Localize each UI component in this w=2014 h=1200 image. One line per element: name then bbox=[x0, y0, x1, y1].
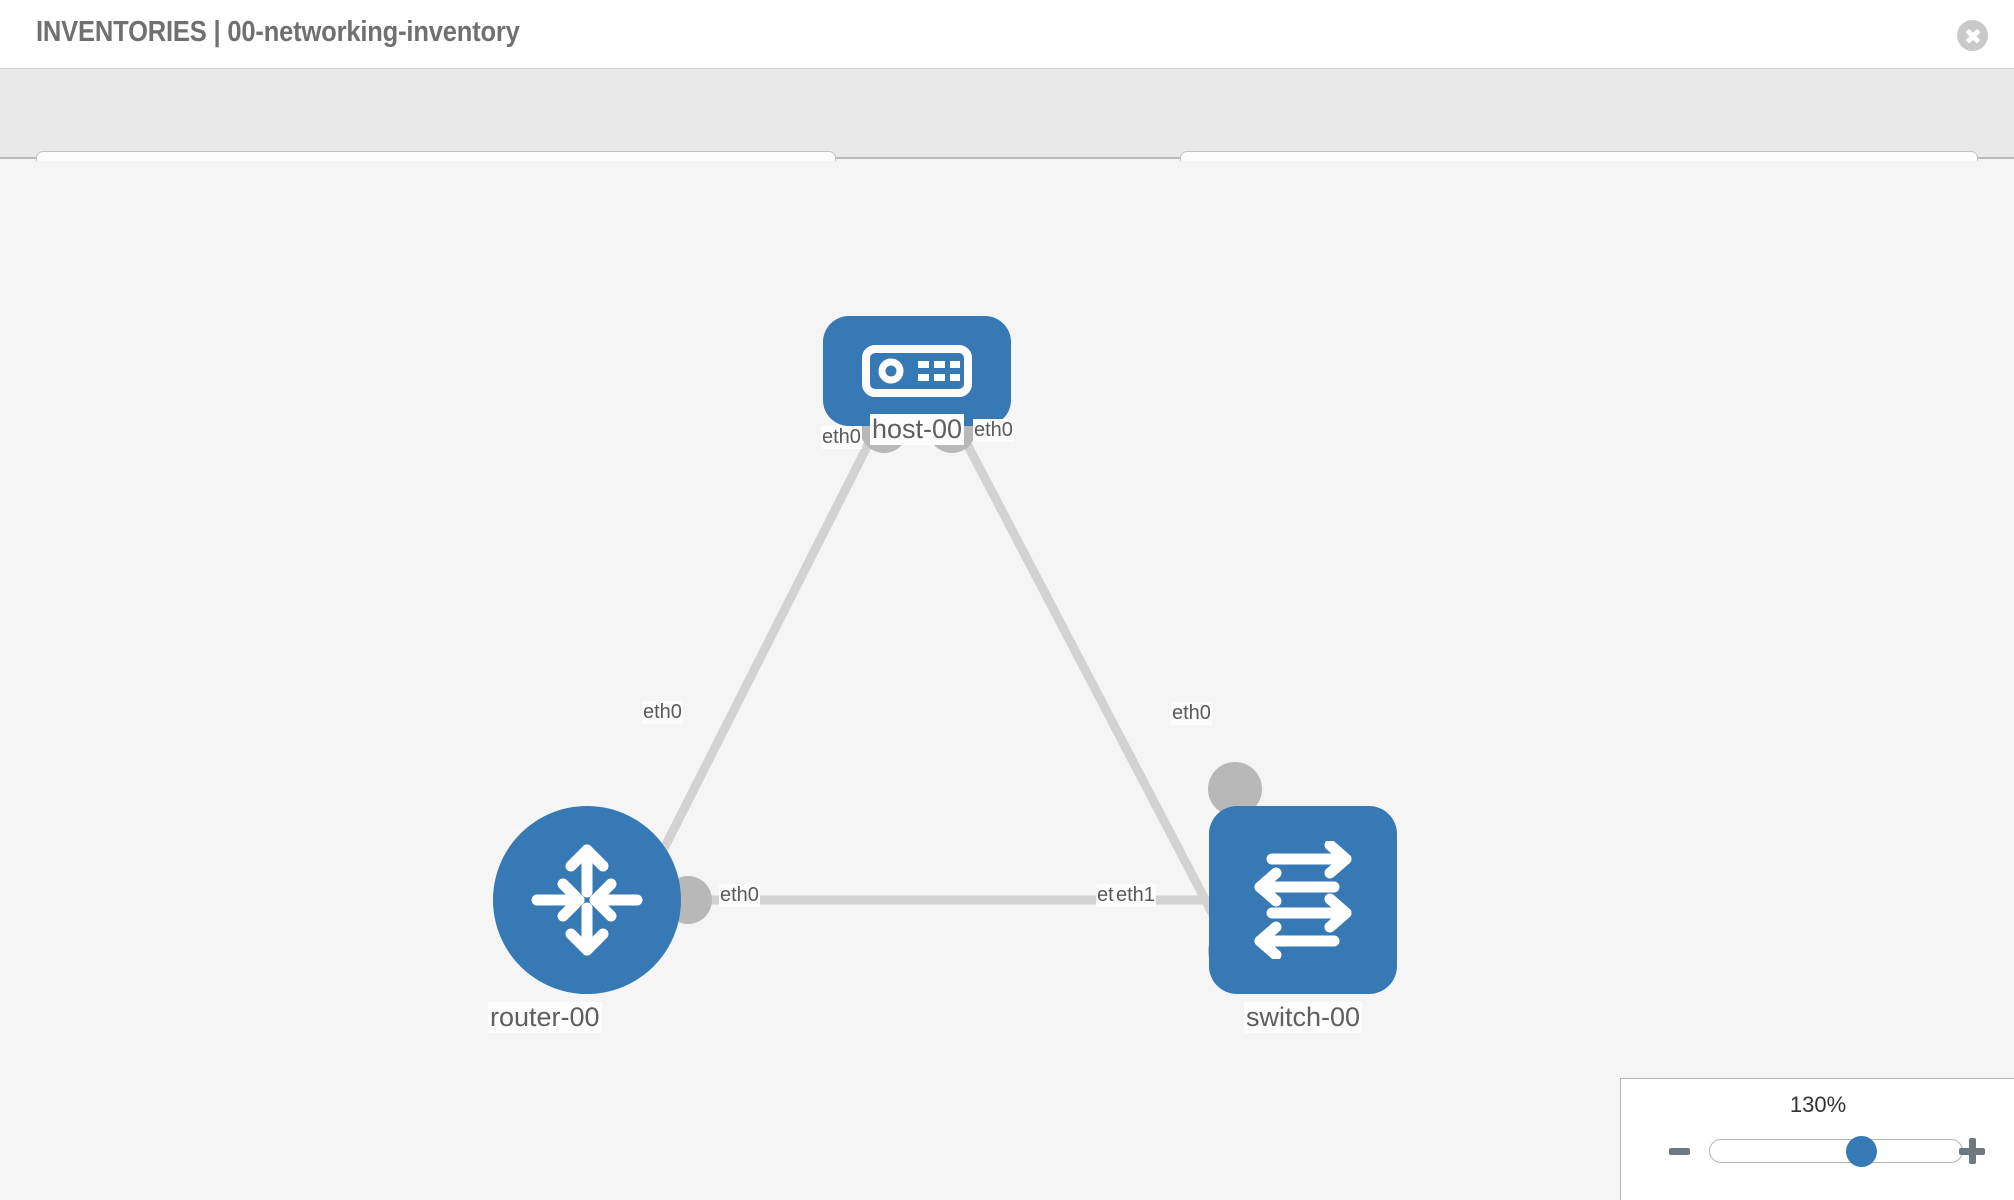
server-icon bbox=[862, 345, 972, 397]
port-label-router-right: eth0 bbox=[719, 884, 760, 907]
link-host-router bbox=[635, 418, 885, 899]
switch-icon bbox=[1254, 841, 1352, 959]
plus-icon-vertical bbox=[1969, 1138, 1976, 1164]
node-host-00-shape[interactable] bbox=[823, 316, 1011, 426]
zoom-in-button[interactable] bbox=[1959, 1138, 1985, 1164]
topology-graph bbox=[635, 405, 1262, 975]
node-label-host-00: host-00 bbox=[870, 414, 965, 446]
port-label-host-left: eth0 bbox=[821, 426, 862, 449]
link-host-switch bbox=[951, 418, 1236, 954]
zoom-out-button[interactable] bbox=[1669, 1148, 1690, 1155]
zoom-control-row bbox=[1621, 1131, 2014, 1173]
node-label-router-00: router-00 bbox=[488, 1002, 602, 1034]
topology-canvas[interactable]: host-00 eth0 eth0 router-00 eth0 eth0 bbox=[0, 161, 2014, 1200]
close-icon[interactable] bbox=[1957, 20, 1988, 51]
node-switch-00-shape[interactable] bbox=[1209, 806, 1397, 994]
port-label-router-up: eth0 bbox=[642, 701, 683, 724]
router-icon bbox=[531, 844, 643, 956]
port-label-switch-up: eth0 bbox=[1171, 702, 1212, 725]
zoom-slider[interactable] bbox=[1709, 1135, 1963, 1167]
page-header: INVENTORIES | 00-networking-inventory bbox=[0, 0, 2014, 69]
node-router-00-shape[interactable] bbox=[493, 806, 681, 994]
port-connector-switch-top bbox=[1208, 762, 1262, 816]
zoom-slider-thumb[interactable] bbox=[1845, 1135, 1877, 1167]
zoom-level-value: 130% bbox=[1789, 1092, 1847, 1117]
node-label-switch-00: switch-00 bbox=[1244, 1002, 1363, 1034]
page-title: INVENTORIES | 00-networking-inventory bbox=[36, 16, 520, 48]
zoom-control-panel: 130% bbox=[1620, 1078, 2014, 1200]
port-label-switch-left: eth1 bbox=[1115, 884, 1156, 907]
toolbar: ACTIONS SEARCH bbox=[0, 69, 2014, 205]
port-label-host-right: eth0 bbox=[973, 419, 1014, 442]
